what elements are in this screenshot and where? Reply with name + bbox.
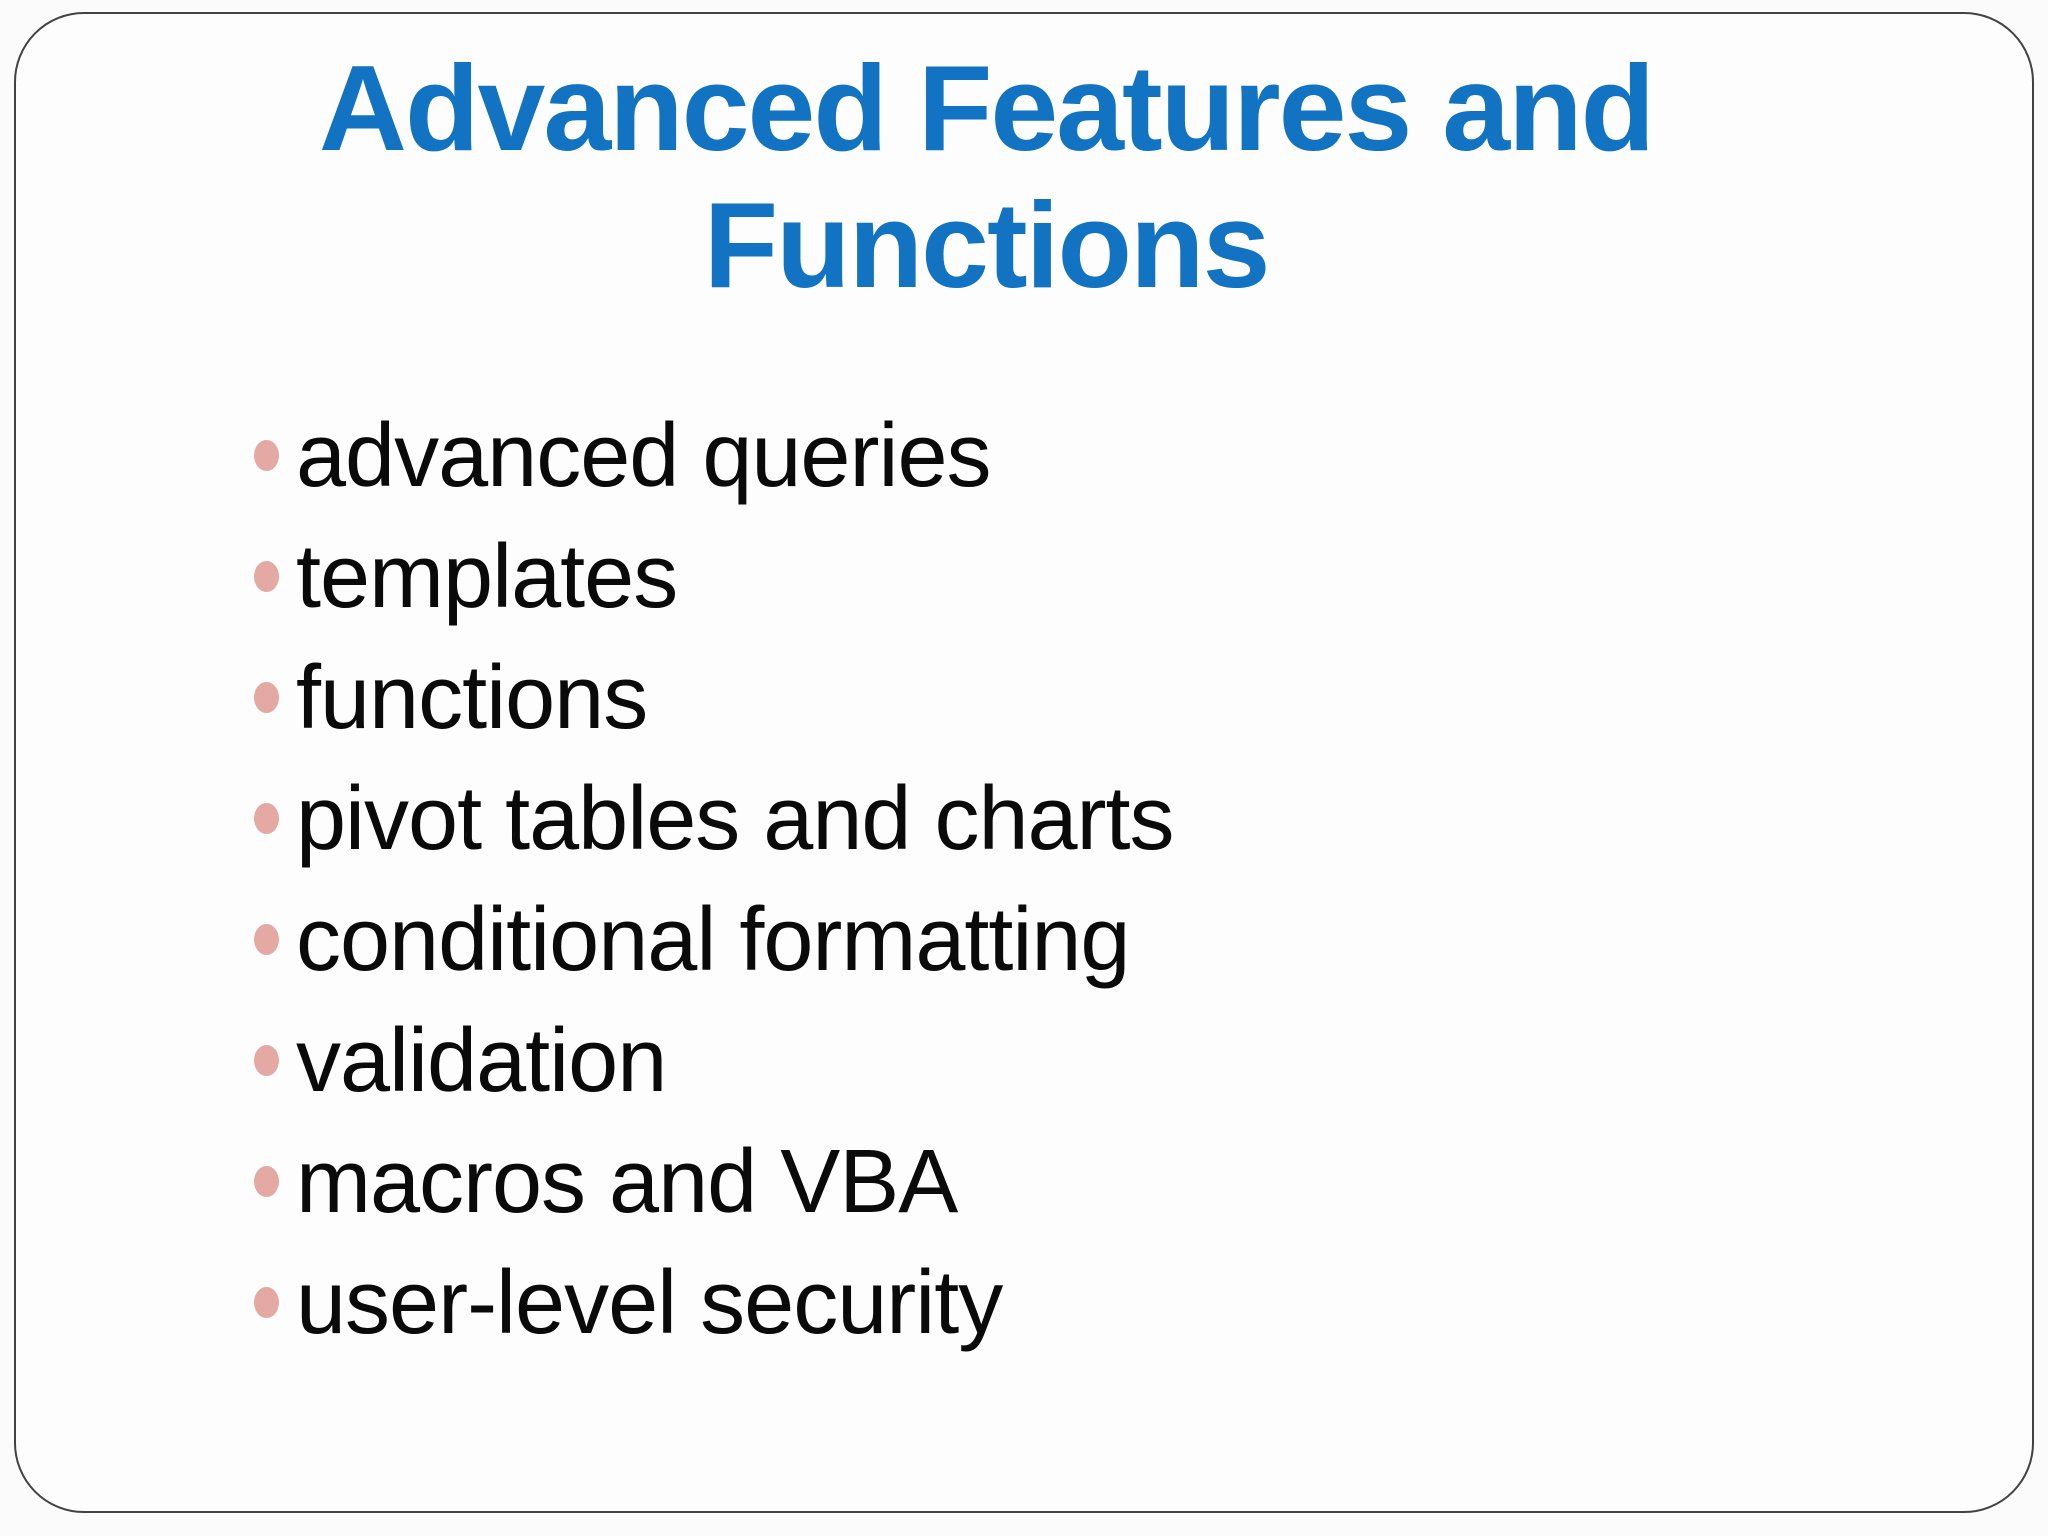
bullet-icon — [254, 682, 279, 714]
list-item: functions — [254, 637, 2032, 758]
list-item-label: pivot tables and charts — [296, 768, 1175, 869]
list-item-label: validation — [296, 1010, 667, 1111]
list-item: advanced queries — [254, 395, 2032, 516]
list-item: macros and VBA — [254, 1121, 2032, 1242]
bullet-icon — [254, 803, 279, 835]
list-item-label: conditional formatting — [296, 889, 1130, 990]
slide-title: Advanced Features and Functions — [16, 40, 2032, 313]
list-item-label: templates — [296, 526, 678, 627]
list-item: validation — [254, 1000, 2032, 1121]
bullet-icon — [254, 1166, 279, 1198]
list-item: conditional formatting — [254, 879, 2032, 1000]
bullet-icon — [254, 924, 279, 956]
list-item-label: macros and VBA — [296, 1131, 958, 1232]
presentation-slide: Advanced Features and Functions advanced… — [14, 12, 2034, 1513]
list-item: pivot tables and charts — [254, 758, 2032, 879]
bullet-icon — [254, 561, 279, 593]
list-item-label: user-level security — [296, 1252, 1003, 1353]
slide-title-line-1: Advanced Features and — [318, 40, 1655, 176]
bullet-icon — [254, 440, 279, 472]
list-item: user-level security — [254, 1242, 2032, 1363]
bullet-icon — [254, 1287, 279, 1319]
list-item: templates — [254, 516, 2032, 637]
bullet-icon — [254, 1045, 279, 1077]
slide-title-line-2: Functions — [703, 176, 1271, 313]
bullet-list: advanced queries templates functions piv… — [16, 395, 2032, 1363]
list-item-label: advanced queries — [296, 405, 992, 506]
list-item-label: functions — [296, 647, 648, 748]
